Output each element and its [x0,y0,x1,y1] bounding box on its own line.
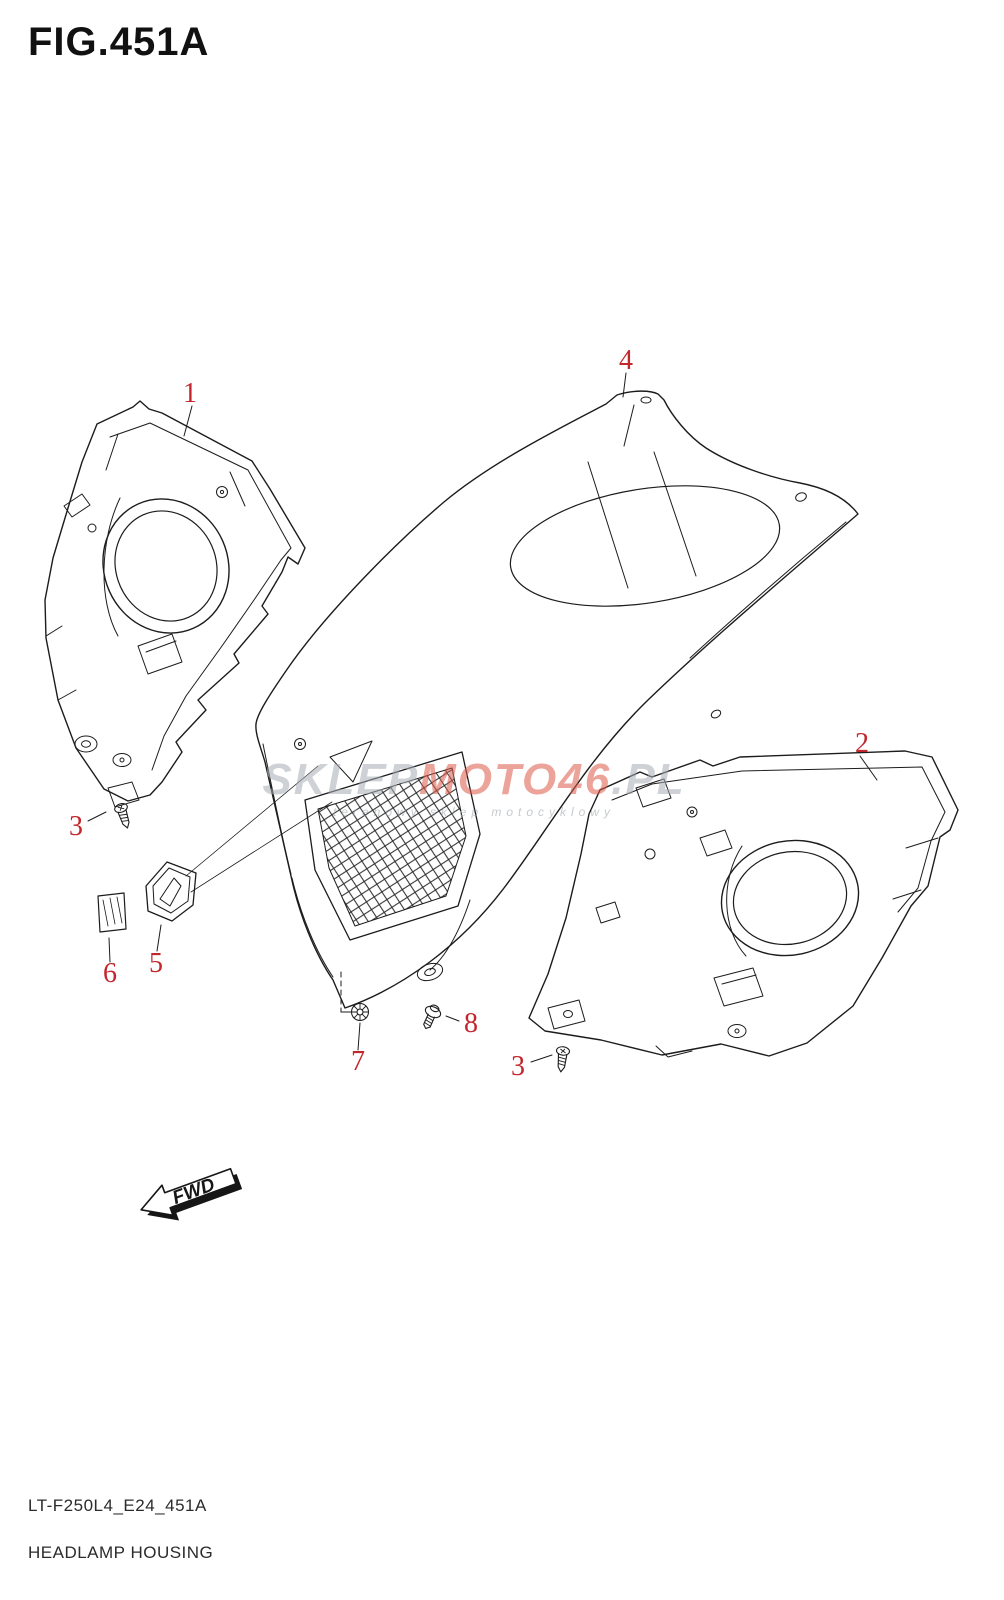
callout-2: 2 [855,728,869,759]
part-clip [97,892,127,933]
fwd-arrow-face [140,1167,237,1217]
callout-3-right: 3 [511,1051,525,1082]
part-screw-right [553,1045,571,1074]
footer-figure-name: HEADLAMP HOUSING [28,1543,214,1562]
footer: LT-F250L4_E24_451A HEADLAMP HOUSING [28,1496,213,1563]
part-front-cover [255,390,859,1009]
footer-part-code: LT-F250L4_E24_451A [28,1496,207,1515]
callout-8: 8 [464,1008,478,1039]
part-left-housing [44,400,306,808]
part-right-housing [528,750,959,1058]
leader-lines [87,372,878,1063]
reference-lines [185,765,352,1013]
part-emblem [145,861,197,922]
callout-6: 6 [103,958,117,989]
callout-1: 1 [183,378,197,409]
figure-title: FIG.451A [28,20,210,64]
callout-5: 5 [149,948,163,979]
part-grommet [350,1002,370,1022]
part-bolt [423,1004,442,1029]
callout-7: 7 [351,1046,365,1077]
callout-3-left: 3 [69,811,83,842]
part-screw-left [112,801,135,831]
fwd-arrow: FWD [140,1167,243,1221]
callout-4: 4 [619,345,633,376]
